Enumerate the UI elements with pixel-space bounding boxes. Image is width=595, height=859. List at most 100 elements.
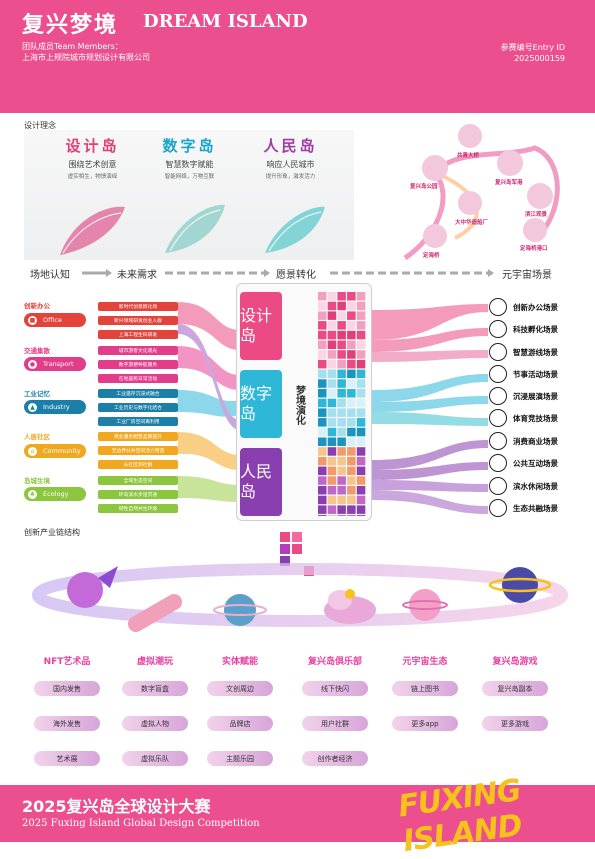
demand-tag: 环岛滨水步道贯通: [98, 490, 178, 499]
leaf-design-island: [60, 206, 125, 255]
grid-pixel: [318, 476, 327, 485]
scene-label: 消费商业场景: [513, 436, 558, 446]
island-label: 设计岛: [240, 306, 273, 345]
scene-bullet-icon: [489, 477, 507, 495]
cloud-icon: [324, 589, 376, 624]
tube-planet-icon: [127, 594, 183, 632]
grid-pixel: [318, 486, 327, 495]
grid-pixel: [327, 515, 337, 516]
flow-band: [178, 476, 240, 502]
grid-pixel: [318, 321, 327, 330]
category-label: Ecology: [43, 490, 69, 498]
grid-pixel: [347, 379, 356, 388]
grid-pixel: [337, 418, 346, 427]
demand-tag: 商业服务配套品质提升: [98, 432, 178, 441]
industry-icon: ▲: [28, 402, 37, 412]
grid-pixel: [347, 486, 356, 495]
category-label: Transport: [43, 360, 74, 368]
entry-id: 2025000159: [514, 54, 565, 63]
grid-pixel: [337, 330, 346, 340]
footer-banner: [0, 785, 595, 842]
sankey-flows: [178, 302, 488, 514]
grid-pixel: [318, 350, 327, 359]
grid-pixel: [356, 495, 366, 505]
grid-pixel: [356, 292, 366, 301]
map-node: [422, 155, 448, 181]
footer-title-cn: 2025复兴岛全球设计大赛: [22, 797, 211, 816]
industry-item: 更多游戏: [482, 716, 548, 731]
category-head: 工业记忆: [24, 390, 50, 398]
fish-planet-icon: [67, 566, 118, 608]
scene-bullet-icon: [489, 343, 507, 361]
concept-card-desc: 提升形象，激发活力: [265, 174, 316, 180]
scene-bullet-icon: [489, 499, 507, 517]
category-office: ■ Office: [24, 313, 86, 327]
grid-pixel: [347, 505, 356, 514]
grid-pixel: [318, 456, 327, 466]
ecology-icon: ♣: [28, 489, 37, 499]
grid-pixel: [318, 427, 327, 437]
grid-pixel: [337, 350, 346, 359]
grid-pixel: [318, 437, 327, 446]
demand-tag: 从社区到社群: [98, 460, 178, 469]
site-route-map: [403, 124, 560, 261]
flow-band: [372, 304, 488, 340]
concept-card-digital: 数字岛 智慧数字赋能 智能网络，万物互联: [137, 135, 242, 180]
concept-card-design: 设计岛 围绕艺术创意 虚实相生，物馈演绎: [40, 135, 145, 180]
leaf-digital-island: [165, 204, 225, 253]
scene-item: 体育竞技场景: [489, 409, 558, 427]
grid-pixel: [327, 495, 337, 505]
grid-pixel: [337, 398, 346, 408]
grid-pixel: [327, 369, 337, 379]
flow-band: [178, 302, 240, 350]
map-label: 滨江观景: [525, 212, 548, 218]
grid-pixel: [318, 408, 327, 417]
office-icon: ■: [28, 315, 37, 325]
concept-card-people: 人民岛 响应人民城市 提升形象，激发活力: [238, 135, 343, 180]
scene-label: 科技孵化场景: [513, 324, 558, 334]
grid-pixel: [327, 476, 337, 485]
scene-item: 消费商业场景: [489, 432, 558, 450]
grid-pixel: [327, 350, 337, 359]
island-digital: 数字岛: [240, 370, 282, 438]
grid-pixel: [337, 340, 346, 349]
evolve-text: 梦境演化: [293, 385, 305, 425]
community-icon: ⌂: [28, 446, 37, 456]
concept-card-desc: 虚实相生，物馈演绎: [67, 174, 118, 180]
flow-band: [372, 440, 488, 470]
grid-pixel: [347, 301, 356, 311]
map-node: [458, 191, 482, 215]
demand-tag: 全域生态空间: [98, 476, 178, 485]
logo-pixel: [280, 556, 290, 566]
scene-item: 沉浸展演场景: [489, 387, 558, 405]
demand-tag: 工业历史与数字化结合: [98, 403, 178, 412]
concept-card-sub: 智慧数字赋能: [165, 160, 214, 169]
grid-pixel: [347, 389, 356, 398]
industry-item: 复兴岛副本: [482, 681, 548, 696]
island-people: 人民岛: [240, 448, 282, 516]
scene-label: 公共互动场景: [513, 458, 558, 468]
grid-pixel: [356, 447, 366, 456]
page-title-en: DREAM ISLAND: [143, 11, 308, 32]
grid-pixel: [318, 292, 327, 301]
logo-pixel: [292, 532, 302, 542]
industry-item: 国内发售: [34, 681, 100, 696]
category-label: Office: [43, 316, 62, 324]
flow-band: [178, 324, 240, 430]
demand-tag: 在地居民日常活动: [98, 374, 178, 383]
island-leaf-illustrations: [60, 204, 325, 255]
grid-pixel: [347, 515, 356, 516]
flow-band: [372, 412, 488, 426]
grid-pixel: [318, 301, 327, 311]
island-label: 数字岛: [240, 384, 273, 423]
scene-item: 滨水休闲场景: [489, 477, 558, 495]
footer-title-en: 2025 Fuxing Island Global Design Competi…: [22, 818, 260, 829]
scene-bullet-icon: [489, 432, 507, 450]
grid-pixel: [337, 505, 346, 514]
grid-pixel: [337, 359, 346, 369]
scene-item: 公共互动场景: [489, 454, 558, 472]
grid-pixel: [347, 311, 356, 320]
grid-pixel: [318, 466, 327, 476]
grid-pixel: [347, 330, 356, 340]
industry-item: 更多app: [392, 716, 458, 731]
